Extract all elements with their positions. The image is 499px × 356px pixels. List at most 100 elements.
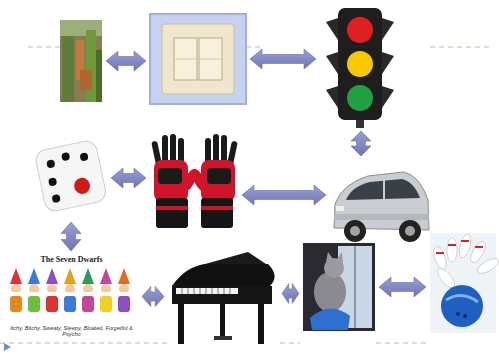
illustration-part — [382, 52, 394, 74]
illustration-part — [0, 343, 168, 344]
illustration-part — [28, 268, 40, 312]
bowling-picture — [430, 233, 499, 333]
illustration-part — [326, 86, 338, 108]
picture-node — [168, 256, 278, 346]
illustration-part — [199, 38, 222, 80]
illustration-part — [326, 52, 338, 74]
illustration-part — [28, 268, 40, 284]
picture-card: The Seven DwarfsItchy, Bitchy, Sweaty, S… — [5, 255, 138, 337]
illustration-part — [336, 206, 344, 211]
double-arrow — [242, 185, 326, 205]
illustration-part — [150, 14, 246, 104]
illustration-part — [214, 336, 232, 340]
gloves-picture — [151, 134, 238, 228]
illustration-part — [46, 296, 58, 312]
picture-node — [303, 243, 375, 331]
illustration-part — [199, 59, 222, 60]
illustration-part — [118, 296, 130, 312]
illustration-part — [382, 86, 394, 108]
double-arrow — [61, 222, 81, 251]
illustration-part — [310, 308, 350, 330]
illustration-part — [172, 264, 275, 286]
illustration-part — [34, 139, 108, 213]
illustration-part — [258, 304, 264, 344]
illustration-part — [46, 268, 58, 312]
illustration-part — [448, 244, 456, 246]
illustration-part — [334, 214, 429, 220]
illustration-part — [82, 268, 94, 284]
picture-node — [35, 138, 107, 218]
illustration-part — [28, 47, 60, 48]
illustration-part — [174, 38, 197, 80]
illustration-part — [28, 296, 40, 312]
illustration-part — [224, 288, 225, 294]
illustration-part — [326, 18, 338, 40]
grand-piano-picture — [172, 252, 275, 344]
illustration-part — [64, 296, 76, 312]
illustration-part — [468, 239, 489, 265]
illustration-part — [154, 160, 188, 202]
picture-node — [150, 14, 246, 104]
illustration-part — [430, 233, 496, 333]
illustration-part — [338, 8, 382, 120]
illustration-part — [194, 288, 195, 294]
illustration-part — [172, 286, 272, 304]
illustration-part — [220, 304, 225, 338]
illustration-part — [86, 30, 96, 102]
illustration-part — [376, 343, 430, 344]
illustration-part — [100, 268, 112, 312]
illustration-part — [188, 288, 189, 294]
double-arrow — [379, 277, 426, 297]
illustration-part — [96, 50, 102, 102]
illustration-part — [10, 268, 22, 284]
illustration-part — [206, 288, 207, 294]
illustration-part — [344, 220, 366, 242]
illustration-part — [207, 168, 231, 184]
illustration-part — [61, 152, 70, 161]
picture-caption: Itchy, Bitchy, Sweaty, Sleepy, Bloated, … — [5, 325, 138, 337]
tree-bark-picture — [60, 20, 102, 102]
illustration-part — [447, 238, 457, 262]
cat-picture — [303, 243, 375, 331]
dice-picture — [34, 139, 108, 213]
illustration-part — [62, 36, 74, 102]
illustration-part — [48, 177, 57, 186]
double-arrow — [142, 287, 164, 307]
illustration-part — [156, 206, 188, 210]
illustration-part — [46, 268, 58, 284]
illustration-part — [246, 47, 262, 48]
illustration-part — [100, 268, 112, 284]
illustration-part — [170, 134, 176, 164]
illustration-part — [118, 268, 130, 312]
illustration-part — [60, 20, 102, 102]
illustration-part — [436, 252, 444, 254]
double-arrow — [351, 131, 371, 156]
illustration-part — [156, 198, 188, 228]
slide-marker — [4, 343, 11, 351]
illustration-part — [100, 296, 112, 312]
picture-node — [330, 160, 430, 250]
illustration-part — [457, 233, 473, 259]
illustration-part — [347, 85, 373, 111]
illustration-part — [347, 51, 373, 77]
traffic-light-picture — [326, 8, 394, 128]
illustration-part — [431, 233, 499, 290]
illustration-part — [118, 268, 130, 284]
illustration-part — [162, 24, 234, 94]
illustration-part — [337, 252, 343, 263]
illustration-part — [383, 180, 385, 199]
illustration-part — [178, 304, 184, 344]
illustration-part — [303, 243, 375, 331]
illustration-part — [174, 59, 197, 60]
illustration-part — [213, 134, 219, 164]
illustration-part — [73, 176, 92, 195]
illustration-part — [212, 288, 213, 294]
picture-node — [320, 5, 392, 127]
illustration-part — [436, 240, 483, 254]
illustration-part — [399, 220, 421, 242]
illustration-part — [201, 206, 233, 210]
illustration-part — [218, 288, 219, 294]
